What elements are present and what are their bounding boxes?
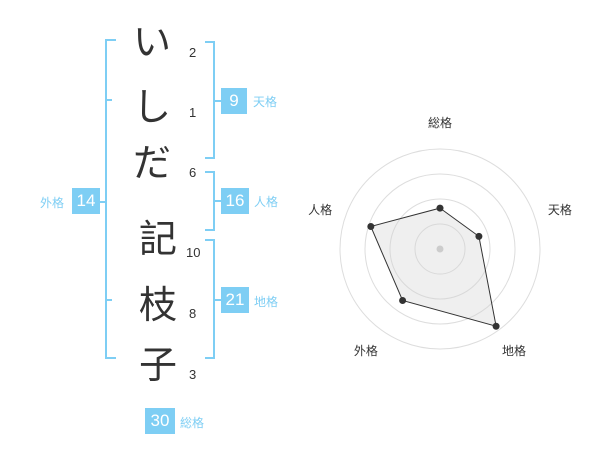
stroke-count-3: 6 (189, 165, 197, 180)
gaikaku-label: 外格 (40, 196, 65, 210)
radar-axis-label-5: 人格 (308, 202, 332, 217)
tenkaku-badge: 9 (221, 88, 247, 114)
stroke-count-2: 1 (189, 105, 197, 120)
radar-point-1 (436, 204, 444, 212)
radar-ring-3 (364, 173, 516, 325)
radar-point-5 (367, 223, 375, 231)
radar-point-3 (492, 322, 500, 330)
stroke-count-6: 3 (189, 367, 197, 382)
radar-ring-1 (414, 223, 466, 275)
stroke-count-4: 10 (186, 245, 201, 260)
name-char-4: 記 (138, 217, 177, 261)
radar-axis-label-1: 総格 (428, 115, 452, 130)
radar-axis-label-3: 地格 (502, 343, 526, 358)
chikaku-badge: 21 (221, 287, 249, 313)
radar-point-4 (399, 296, 407, 304)
radar-ring-2 (389, 198, 491, 300)
radar-point-2 (475, 232, 483, 240)
name-char-1: い (132, 20, 171, 64)
chikaku-label: 地格 (254, 295, 279, 309)
radar-data-polygon (370, 207, 497, 327)
jinkaku-label: 人格 (254, 195, 279, 209)
name-char-5: 枝 (138, 283, 177, 327)
gaikaku-badge: 14 (72, 188, 100, 214)
gaikaku-bracket (105, 39, 116, 359)
soukaku-label: 総格 (180, 416, 205, 430)
radar-axis-label-2: 天格 (548, 202, 572, 217)
jinkaku-badge: 16 (221, 188, 249, 214)
stroke-count-1: 2 (189, 45, 197, 60)
radar-axis-label-4: 外格 (354, 343, 378, 358)
name-char-6: 子 (138, 343, 177, 387)
radar-ring-4 (339, 148, 541, 350)
soukaku-badge: 30 (145, 408, 175, 434)
radar-center-dot (436, 245, 444, 253)
tenkaku-label: 天格 (253, 95, 278, 109)
name-char-3: だ (132, 141, 171, 185)
name-char-2: し (132, 85, 171, 129)
stroke-count-5: 8 (189, 306, 197, 321)
